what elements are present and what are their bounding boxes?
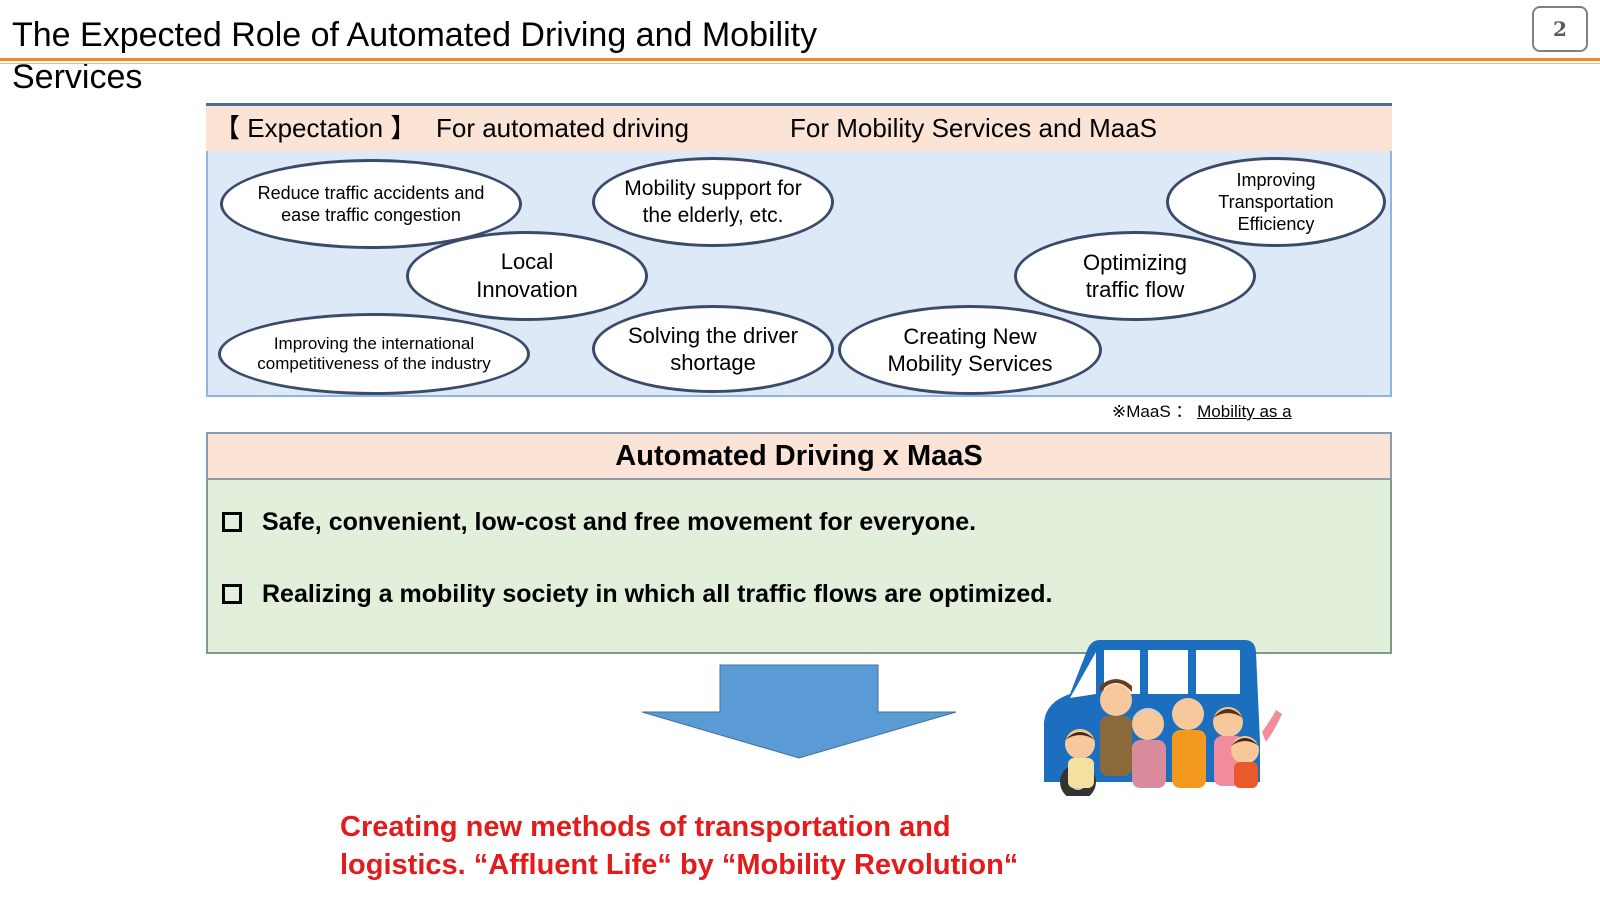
automated-driving-column-label: For automated driving [436,113,689,143]
expectation-item: Mobility support for the elderly, etc. [592,157,834,247]
title-divider [0,58,1600,61]
automated-maas-heading: Automated Driving x MaaS [206,432,1392,480]
page-number: 2 [1532,6,1588,52]
expectation-item: Improving Transportation Efficiency [1166,157,1386,247]
maas-footnote-text: Mobility as a Service [1112,402,1292,424]
expectation-item: Solving the driver shortage [592,305,834,393]
maas-footnote-prefix: ※MaaS ： [1112,402,1193,421]
expectation-header: 【 Expectation 】 For automated driving Fo… [206,103,1392,151]
family-with-car-illustration [1044,640,1282,796]
expectation-label: 【 Expectation 】 [214,113,417,143]
expectation-item: Creating New Mobility Services [838,305,1102,395]
benefit-text: Realizing a mobility society in which al… [262,580,1053,608]
title-divider-thin [0,63,1600,64]
down-arrow-icon [641,664,957,759]
automated-maas-panel: Safe, convenient, low-cost and free move… [206,480,1392,654]
slide-title: The Expected Role of Automated Driving a… [12,16,818,96]
expectation-item: Improving the international competitiven… [218,313,530,395]
expectation-item: Reduce traffic accidents and ease traffi… [220,159,522,249]
square-bullet-icon [222,584,242,604]
maas-footnote: ※MaaS ： Mobility as a Service [1112,402,1342,424]
expectation-item: Local Innovation [406,231,648,321]
expectation-item: Optimizing traffic flow [1014,231,1256,321]
mobility-services-column-label: For Mobility Services and MaaS [790,113,1158,143]
result-statement: Creating new methods of transportation a… [340,808,1020,884]
expectation-panel: Reduce traffic accidents and ease traffi… [206,151,1392,397]
square-bullet-icon [222,512,242,532]
benefit-text: Safe, convenient, low-cost and free move… [262,508,977,536]
result-text: Creating new methods of transportation a… [340,811,1019,881]
